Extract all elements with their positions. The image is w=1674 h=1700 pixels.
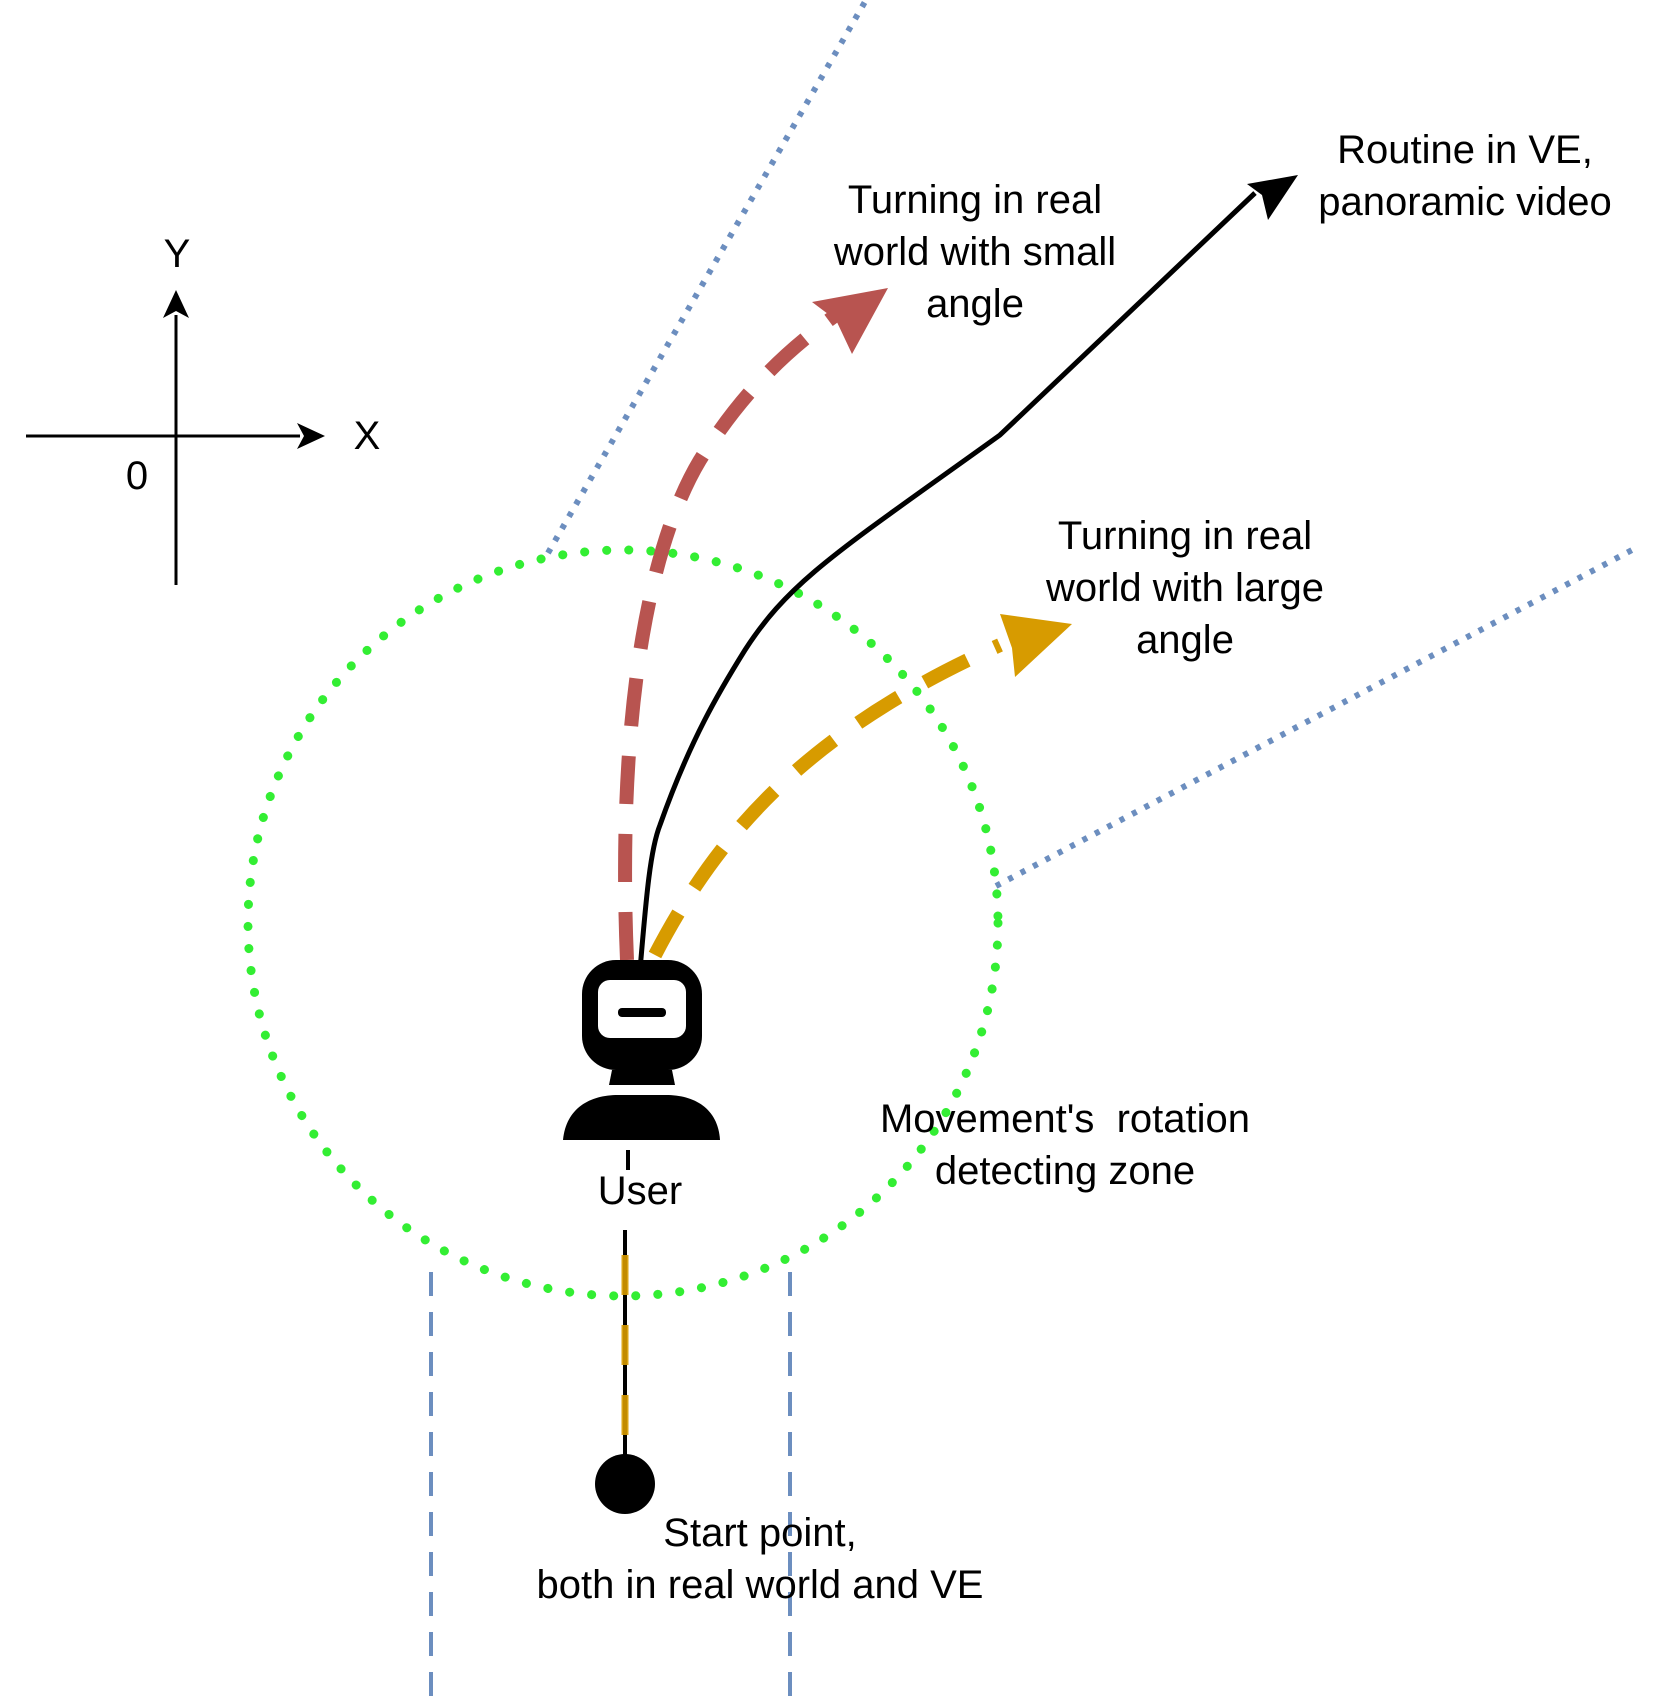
y-axis-label: Y <box>163 232 191 276</box>
start-point-label: Start point, both in real world and VE <box>536 1511 984 1607</box>
axes <box>26 290 325 585</box>
y-axis-arrow-icon <box>163 290 189 318</box>
x-axis-arrow-icon <box>297 423 325 449</box>
red-arrowhead-icon <box>812 288 888 354</box>
orange-arrowhead-icon <box>1000 614 1072 677</box>
origin-label: 0 <box>125 454 149 498</box>
zone-label: Movement's rotation detecting zone <box>879 1097 1251 1193</box>
start-segment <box>595 1150 655 1514</box>
blue-boundaries <box>429 0 1634 1700</box>
user-label: User <box>597 1169 683 1213</box>
x-axis-label: X <box>353 414 381 458</box>
vr-headset-user-icon <box>563 960 720 1140</box>
ve-arrowhead-icon <box>1247 175 1298 220</box>
turning-small-label: Turning in real world with small angle <box>833 178 1117 326</box>
ve-routine-path <box>637 175 1298 971</box>
start-point-icon <box>595 1454 655 1514</box>
routine-ve-label: Routine in VE, panoramic video <box>1318 128 1612 224</box>
rotation-detecting-zone <box>243 545 1003 1301</box>
red-path <box>618 288 888 961</box>
turning-large-label: Turning in real world with large angle <box>1046 514 1324 662</box>
orange-path <box>648 614 1072 959</box>
